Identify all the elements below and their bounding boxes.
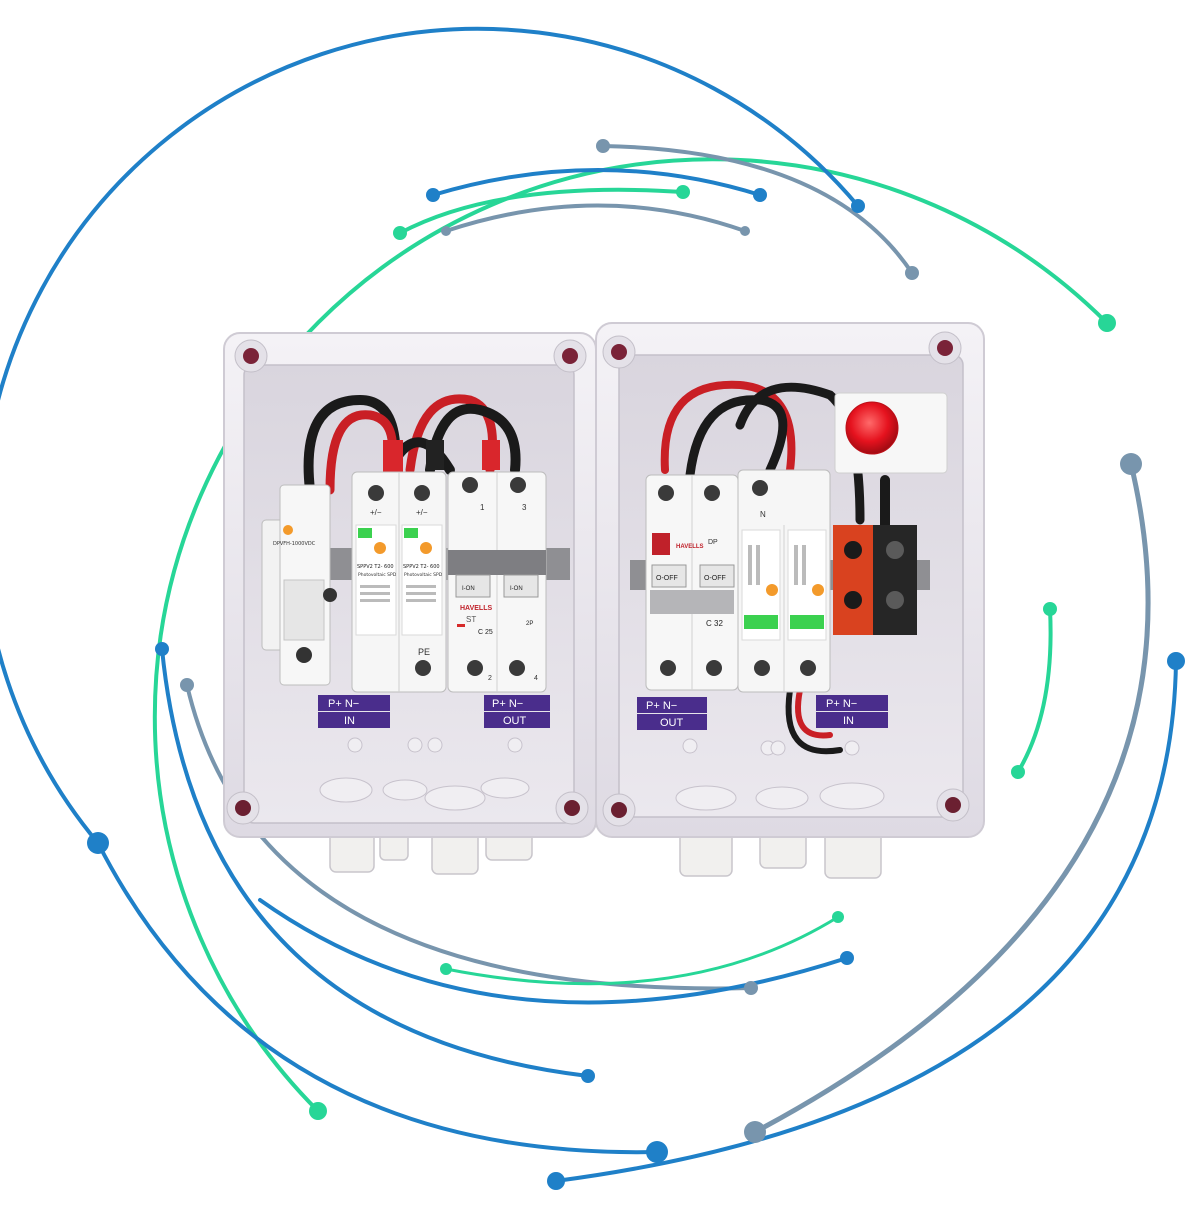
spd2-title: SPPV2 T2- 600 — [403, 564, 440, 570]
in-label-right: P+ N− IN — [816, 695, 888, 728]
mcb-right-poles: DP — [708, 539, 718, 546]
surge-protection-device-right: N — [737, 469, 831, 693]
arc-blue-top — [431, 168, 762, 197]
node-dot — [1043, 602, 1057, 616]
spd2-terminal: +/− — [416, 508, 428, 517]
node-dot — [309, 1102, 327, 1120]
mcb-on1: I-ON — [462, 586, 475, 592]
node-dot — [155, 642, 169, 656]
out-label-left: P+ N− OUT — [484, 695, 550, 728]
pe-label: PE — [418, 647, 430, 657]
mcb-model: ST — [466, 615, 476, 624]
node-dot — [440, 963, 452, 975]
node-dot — [740, 226, 750, 236]
fuse-label: DPVFH-1000VDC — [273, 541, 316, 547]
arc-gray-right — [752, 461, 1151, 1135]
mcb-t3: 3 — [522, 503, 527, 512]
mcb-t4: 4 — [534, 675, 538, 682]
node-dot — [596, 139, 610, 153]
mcb-t1: 1 — [480, 503, 485, 512]
arc-green-outer — [153, 157, 1109, 1113]
node-dot — [581, 1069, 595, 1083]
node-dot — [1098, 314, 1116, 332]
in-polarity-right: P+ N− — [826, 698, 857, 710]
mcb-on2: I-ON — [510, 586, 523, 592]
screw-holes — [226, 339, 589, 825]
spd2-sub: Photovoltaic SPD — [404, 572, 443, 578]
node-dot — [1120, 453, 1142, 475]
node-dot — [1011, 765, 1025, 779]
mcb-right-off1: O-OFF — [656, 575, 678, 582]
surge-protection-device: +/− +/− SPPV2 T2- 600 Photovoltaic SPD S… — [351, 471, 447, 693]
mcb-right-rating: C 32 — [706, 619, 723, 628]
arc-blue-inner-left — [160, 647, 590, 1078]
mcb-brand: HAVELLS — [460, 605, 492, 612]
arc-blue-right — [554, 659, 1178, 1183]
node-dot — [744, 981, 758, 995]
arc-green-top — [398, 187, 685, 235]
spd1-sub: Photovoltaic SPD — [358, 572, 397, 578]
node-dot — [753, 188, 767, 202]
node-dot — [744, 1121, 766, 1143]
circuit-nodes — [87, 139, 1185, 1190]
knockouts — [319, 737, 530, 811]
arc-blue-outer — [0, 26, 860, 845]
spd-right-n: N — [760, 510, 766, 519]
arc-gray-top — [601, 144, 914, 275]
node-dot — [851, 199, 865, 213]
arc-gray-top-small — [444, 203, 747, 233]
mcb-rating: C 25 — [478, 629, 493, 636]
arc-blue-bottom-inner — [258, 898, 849, 1005]
out-label-right: P+ N− OUT — [637, 697, 707, 730]
miniature-circuit-breaker: 1 3 I-ON I-ON HAVELLS ST C 25 2P 2 4 — [447, 471, 547, 693]
screw-holes — [602, 331, 970, 827]
arc-green-bottom-small — [444, 915, 840, 986]
node-dot — [832, 911, 844, 923]
cable-glands — [329, 831, 533, 875]
mcb-right-brand: HAVELLS — [676, 544, 704, 550]
arc-blue-bottom-left — [96, 841, 659, 1155]
node-dot — [547, 1172, 565, 1190]
arc-green-right-small — [1016, 607, 1053, 774]
indicator-lamp — [834, 392, 948, 474]
node-dot — [441, 226, 451, 236]
knockouts-right — [675, 738, 885, 811]
mcb-t2: 2 — [488, 675, 492, 682]
left-enclosure: DPVFH-1000VDC +/− +/− SPPV2 T2- 600 Phot… — [223, 332, 597, 875]
fuse-holder: DPVFH-1000VDC — [261, 484, 337, 686]
arc-gray-inner-left — [185, 683, 753, 991]
out-polarity: P+ N− — [492, 698, 523, 710]
right-enclosure: HAVELLS DP O-OFF O-OFF C 32 N — [595, 322, 985, 879]
spd1-title: SPPV2 T2- 600 — [357, 564, 394, 570]
node-dot — [676, 185, 690, 199]
in-name-right: IN — [843, 715, 854, 727]
node-dot — [393, 226, 407, 240]
terminal-blocks — [833, 525, 917, 635]
node-dot — [426, 188, 440, 202]
out-name: OUT — [503, 715, 527, 727]
node-dot — [1167, 652, 1185, 670]
node-dot — [87, 832, 109, 854]
mcb-right-off2: O-OFF — [704, 575, 726, 582]
miniature-circuit-breaker-right: HAVELLS DP O-OFF O-OFF C 32 — [645, 474, 739, 691]
node-dot — [646, 1141, 668, 1163]
cable-glands-right — [679, 831, 882, 879]
in-polarity: P+ N− — [328, 698, 359, 710]
spd1-terminal: +/− — [370, 508, 382, 517]
in-label-left: P+ N− IN — [318, 695, 390, 728]
node-dot — [905, 266, 919, 280]
out-name-right: OUT — [660, 717, 684, 729]
node-dot — [840, 951, 854, 965]
out-polarity-right: P+ N− — [646, 700, 677, 712]
node-dot — [180, 678, 194, 692]
mcb-poles: 2P — [526, 621, 533, 627]
in-name: IN — [344, 715, 355, 727]
